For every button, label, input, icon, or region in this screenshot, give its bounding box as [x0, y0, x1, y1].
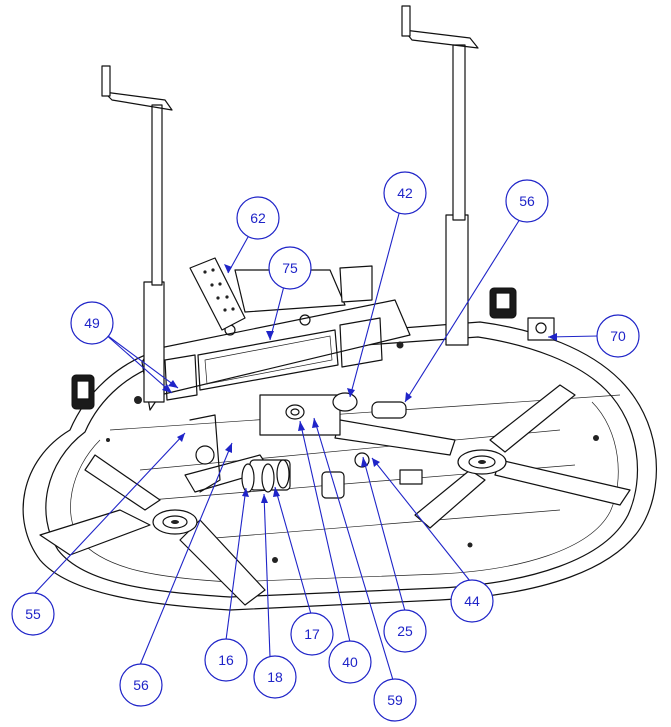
callout-label-42: 42	[397, 185, 413, 201]
leader-49a	[103, 332, 179, 389]
right-bracket	[527, 317, 555, 341]
leader-56a	[404, 218, 521, 403]
callout-55: 55	[11, 592, 55, 636]
callout-56-top: 56	[505, 179, 549, 223]
leader-25	[362, 456, 406, 612]
left-height-post	[101, 65, 173, 403]
callout-label-75: 75	[282, 260, 298, 276]
callout-44: 44	[450, 579, 494, 623]
callout-59: 59	[373, 678, 417, 722]
center-drive	[189, 392, 423, 499]
leader-lines	[33, 209, 599, 681]
leader-44	[371, 457, 471, 582]
leader-59	[313, 417, 394, 681]
right-gauge	[489, 287, 517, 319]
callout-label-70: 70	[610, 328, 626, 344]
leader-17	[274, 486, 312, 615]
leader-56b	[139, 442, 233, 666]
right-blade-assembly	[334, 384, 631, 529]
callout-label-44: 44	[464, 593, 480, 609]
callout-label-17: 17	[304, 626, 320, 642]
leader-18	[263, 493, 271, 658]
callout-42: 42	[383, 171, 427, 215]
left-gauge	[71, 374, 95, 410]
callout-40: 40	[328, 640, 372, 684]
callout-49: 49	[70, 301, 114, 345]
callout-label-49: 49	[84, 315, 100, 331]
leader-40	[299, 420, 351, 643]
callout-18: 18	[253, 655, 297, 699]
leader-16	[225, 487, 247, 641]
callout-56-bottom: 56	[119, 663, 163, 707]
callouts: 62 75 42 56 49 70 55 44	[11, 171, 640, 722]
right-height-post	[401, 5, 479, 346]
leader-42	[349, 209, 401, 398]
callout-label-56-bottom: 56	[133, 677, 149, 693]
callout-25: 25	[383, 609, 427, 653]
callout-label-25: 25	[397, 623, 413, 639]
callout-62: 62	[236, 196, 280, 240]
callout-75: 75	[268, 246, 312, 290]
callout-label-55: 55	[25, 606, 41, 622]
callout-70: 70	[596, 314, 640, 358]
callout-label-62: 62	[250, 210, 266, 226]
leader-49b	[103, 332, 173, 394]
callout-label-59: 59	[387, 692, 403, 708]
callout-label-40: 40	[342, 654, 358, 670]
callout-17: 17	[290, 612, 334, 656]
callout-label-18: 18	[267, 669, 283, 685]
center-frame-box	[141, 265, 411, 411]
pedal	[189, 257, 246, 331]
deck-inner-rim	[45, 336, 639, 598]
callout-label-56-top: 56	[519, 193, 535, 209]
mower-deck-drawing	[22, 5, 658, 611]
leader-55	[33, 432, 186, 595]
callout-label-16: 16	[218, 652, 234, 668]
callout-16: 16	[204, 638, 248, 682]
